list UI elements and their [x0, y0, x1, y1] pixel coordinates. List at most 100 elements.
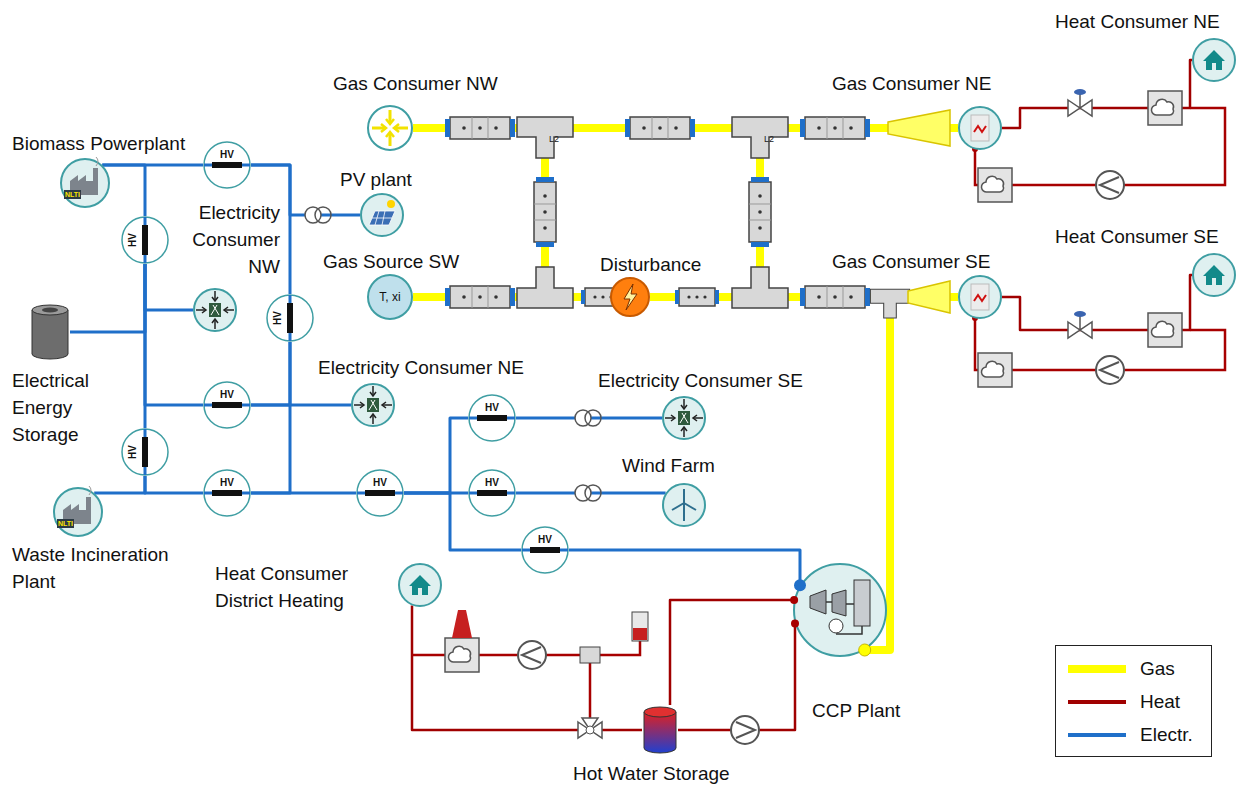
storage-node: Electrical Energy Storage	[30, 303, 70, 361]
hv-icon	[356, 469, 404, 517]
power-line	[144, 264, 147, 428]
legend-row: Electr.	[1056, 722, 1211, 748]
wind-node: Wind Farm	[662, 483, 706, 527]
component-label: Gas Consumer SE	[832, 248, 990, 275]
hvv-node: HV	[266, 294, 314, 342]
component-label: Gas Consumer NE	[832, 70, 991, 97]
component-label: Heat Consumer SE	[1055, 223, 1219, 250]
power-line	[251, 492, 356, 495]
house-icon	[1192, 38, 1236, 82]
hv-node: HV	[203, 381, 251, 429]
house-icon	[398, 563, 442, 607]
voltage-label: HV	[220, 149, 234, 161]
cons-node: Electricity Consumer SE	[662, 396, 706, 440]
power-line	[145, 264, 193, 310]
legend-swatch	[1068, 665, 1126, 673]
plant-icon	[53, 487, 103, 537]
component-label: PV plant	[340, 166, 412, 193]
power-line	[569, 550, 800, 585]
source-parameters: T, xi	[379, 291, 400, 303]
gascons-node: Gas Consumer NE	[958, 106, 1002, 150]
cons-icon	[351, 383, 395, 427]
power-line	[251, 342, 290, 405]
heat-loops	[412, 108, 1225, 722]
cons-node: Electricity Consumer NW	[193, 288, 237, 332]
hv-node: HV	[468, 394, 516, 442]
voltage-label: HV	[373, 477, 387, 489]
component-label: Electrical Energy Storage	[12, 367, 112, 448]
hv-node: HV	[521, 526, 569, 574]
legend-text: Electr.	[1140, 722, 1193, 748]
hvv-node: HV	[121, 428, 169, 476]
hvv-node: HV	[121, 216, 169, 264]
component-label: Electricity Consumer NE	[318, 354, 524, 381]
component-label: Gas Source SW	[323, 248, 459, 275]
ccp-node: CCP Plant	[793, 563, 887, 657]
voltage-label: HV	[485, 402, 499, 414]
pv-icon	[360, 193, 404, 237]
hv-icon	[203, 381, 251, 429]
component-label: Electricity Consumer NW	[173, 199, 280, 280]
hv-icon	[468, 394, 516, 442]
power-line	[145, 476, 203, 493]
pv-node: PV plant	[360, 193, 404, 237]
voltage-label: HV	[127, 445, 139, 459]
legend-swatch-frame	[1066, 663, 1128, 675]
power-line	[251, 404, 351, 407]
legend-swatch-frame	[1066, 729, 1128, 741]
storage-icon	[30, 303, 70, 361]
voltage-label: HV	[272, 311, 284, 325]
power-line	[145, 264, 203, 405]
dist-node: Disturbance	[610, 277, 650, 317]
legend-box: GasHeatElectr.	[1055, 645, 1212, 757]
voltage-label: HV	[538, 534, 552, 546]
house-icon	[1192, 253, 1236, 297]
icon-label: NLTI	[64, 190, 81, 199]
hv-node: HV	[356, 469, 404, 517]
cons-icon	[662, 396, 706, 440]
component-label: Wind Farm	[622, 452, 715, 479]
gascons-icon	[958, 106, 1002, 150]
hv-icon	[521, 526, 569, 574]
transformers	[305, 207, 601, 501]
legend-text: Gas	[1140, 656, 1175, 682]
gascons-icon	[958, 275, 1002, 319]
gassrc-node: Gas Source SWT, xi	[367, 274, 413, 320]
ccp-icon	[793, 563, 887, 657]
wind-icon	[662, 483, 706, 527]
dist-icon	[610, 277, 650, 317]
cons-node: Electricity Consumer NE	[351, 383, 395, 427]
component-label: Electricity Consumer SE	[598, 367, 803, 394]
power-line	[251, 342, 290, 493]
hv-node: HV	[203, 469, 251, 517]
heat-pipe	[1002, 60, 1192, 128]
icon-label: NLTI	[57, 519, 74, 528]
hv-icon	[203, 469, 251, 517]
component-label: CCP Plant	[812, 697, 900, 724]
component-label: Disturbance	[600, 251, 701, 278]
hws-node: Hot Water Storage	[642, 705, 678, 755]
hv-node: HV	[468, 469, 516, 517]
gasnw-node: Gas Consumer NW	[367, 105, 413, 151]
plant-node: Biomass Powerplant	[60, 158, 110, 208]
house-node: Heat Consumer NE	[1192, 38, 1236, 82]
house-node: Heat Consumer SE	[1192, 253, 1236, 297]
legend-text: Heat	[1140, 689, 1180, 715]
hv-icon	[468, 469, 516, 517]
legend-row: Heat	[1056, 689, 1211, 715]
heat-pipe	[670, 600, 794, 705]
legend-row: Gas	[1056, 656, 1211, 682]
legend-swatch-frame	[1066, 696, 1128, 708]
component-label: Heat Consumer NE	[1055, 8, 1220, 35]
junction-label: L2	[764, 134, 774, 145]
hws-icon	[642, 705, 678, 755]
power-line	[70, 264, 145, 332]
gasnw-icon	[367, 105, 413, 151]
component-label: Hot Water Storage	[573, 760, 730, 787]
legend-swatch	[1068, 700, 1126, 704]
cons-icon	[193, 288, 237, 332]
voltage-label: HV	[127, 233, 139, 247]
legend-swatch	[1068, 733, 1126, 737]
hv-icon	[203, 141, 251, 189]
